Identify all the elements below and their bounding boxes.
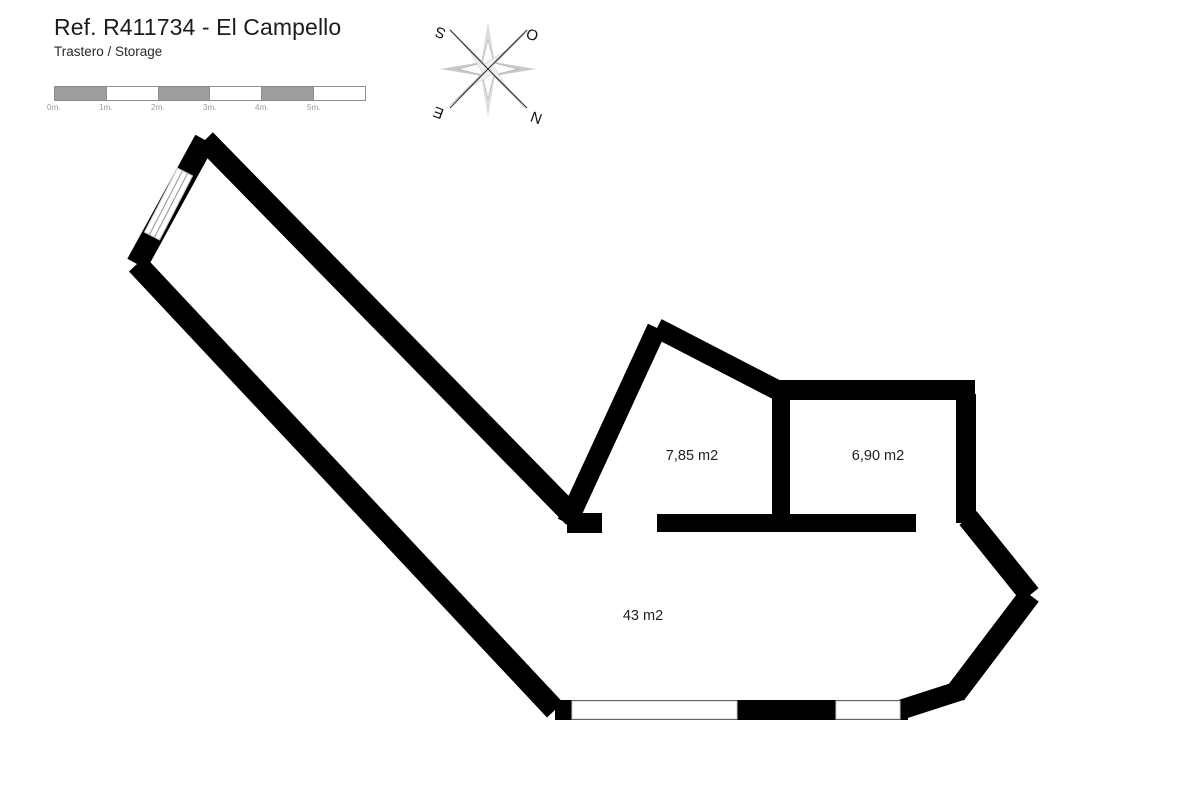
scale-segment [158, 87, 211, 100]
compass-needle-nw [449, 29, 489, 70]
scale-bar-block: 0m. 1m. 2m. 3m. 4m. 5m. [47, 86, 374, 117]
north-letter: N [528, 107, 544, 127]
wall-chamfer-lower [946, 588, 1039, 701]
wall-top-left [127, 134, 215, 270]
window-upper-left-outline [143, 167, 194, 241]
door-opening-bottom-1-outline [571, 700, 738, 720]
door-opening-bottom-2-outline [835, 700, 901, 720]
window-upper-left-mullion [154, 173, 188, 238]
plan-area-labels: 7,85 m2 6,90 m2 43 m2 [623, 448, 904, 624]
scale-tick-label: 5m. [307, 103, 321, 112]
wall-left-long [128, 256, 564, 718]
scale-segment [210, 87, 263, 100]
area-label-690: 6,90 m2 [852, 448, 904, 464]
area-label-43: 43 m2 [623, 608, 663, 624]
scale-segment [55, 87, 107, 100]
wall-diag-to-apex [197, 132, 582, 525]
compass-needle-ne [487, 29, 528, 70]
document-header: Ref. R411734 - El Campello Trastero / St… [54, 14, 474, 61]
scale-segment [262, 87, 315, 100]
area-label-785: 7,85 m2 [666, 448, 718, 464]
wall-bottom-right [896, 680, 966, 720]
compass-rose: N S E O [424, 8, 552, 130]
plan-walls [127, 132, 1039, 720]
compass-needles [449, 29, 528, 109]
west-letter: O [524, 24, 541, 44]
page-title: Ref. R411734 - El Campello [54, 14, 342, 40]
scale-tick-label: 1m. [99, 103, 113, 112]
scale-tick-label: 0m. [47, 103, 61, 112]
window-upper-left-mullion [149, 170, 183, 235]
scale-bar [54, 86, 366, 101]
wall-diag-mid [652, 319, 786, 401]
scale-tick-label: 4m. [255, 103, 269, 112]
compass-needle-sw [449, 68, 489, 109]
scale-tick-label: 2m. [151, 103, 165, 112]
page-subtitle: Trastero / Storage [54, 44, 163, 59]
wall-chamfer-upper [959, 511, 1039, 602]
compass-rose-svg: N S E O [431, 21, 544, 127]
compass-needle-se [487, 68, 528, 109]
scale-tick-label: 3m. [203, 103, 217, 112]
plan-openings [143, 167, 901, 720]
wall-diag-left-up [557, 323, 667, 528]
south-letter: S [433, 23, 448, 42]
scale-bar-labels: 0m. 1m. 2m. 3m. 4m. 5m. [47, 103, 366, 117]
east-letter: E [431, 103, 446, 122]
window-upper-left [144, 168, 193, 240]
scale-segment [314, 87, 365, 100]
scale-segment [106, 87, 159, 100]
